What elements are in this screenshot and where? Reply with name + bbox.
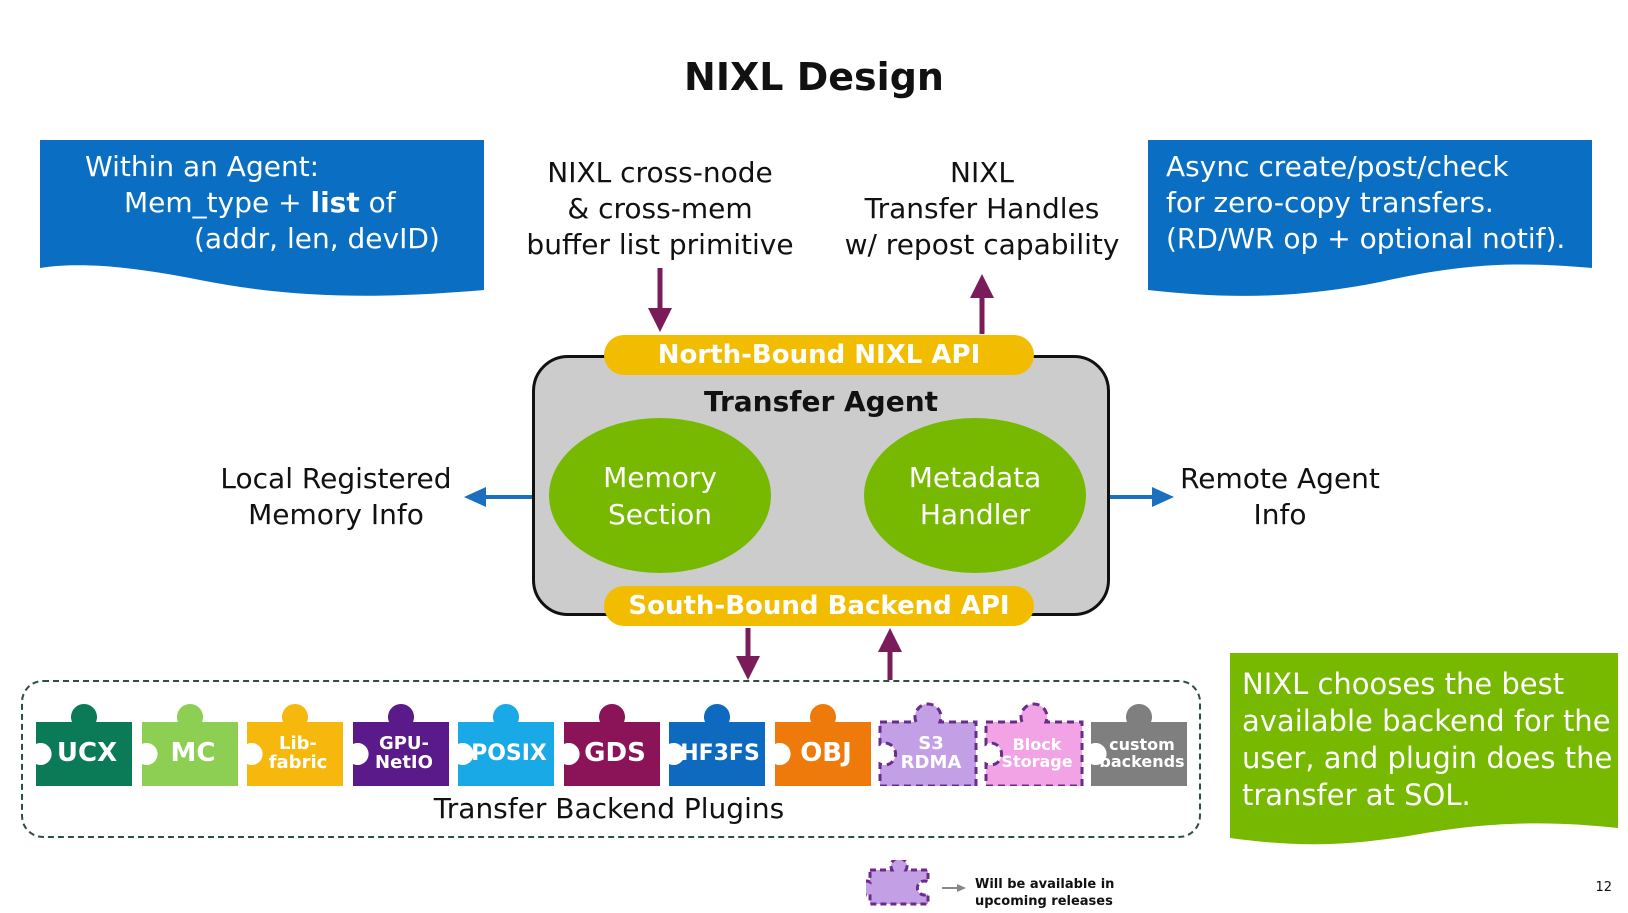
callout-left-line2-suffix: of (359, 186, 396, 219)
south-bound-api: South-Bound Backend API (604, 586, 1034, 626)
callout-green-text: NIXL chooses the best available backend … (1242, 667, 1613, 812)
arrow-down-south (736, 628, 760, 680)
arrow-up-south (878, 628, 902, 680)
page-number: 12 (1595, 880, 1612, 895)
north-bound-api: North-Bound NIXL API (604, 335, 1034, 375)
callout-right-text: Async create/post/check for zero-copy tr… (1166, 150, 1566, 255)
callout-left-line2-bold: list (310, 186, 360, 219)
callout-left-line2-prefix: Mem_type + (124, 186, 311, 219)
transfer-handles-label: NIXL Transfer Handles w/ repost capabili… (844, 156, 1120, 261)
callout-left-line3: (addr, len, devID) (194, 222, 440, 255)
plugins-caption: Transfer Backend Plugins (433, 792, 785, 825)
callout-left-line1: Within an Agent: (85, 150, 320, 183)
callout-green-shape (1230, 653, 1618, 845)
memory-section: Memory Section (549, 418, 771, 573)
remote-agent-label: Remote Agent Info (1180, 462, 1380, 531)
callout-left-line2: Mem_type + list of (124, 185, 396, 221)
metadata-handler: Metadata Handler (864, 418, 1086, 573)
arrow-up-transfer-handles (970, 274, 994, 334)
arrow-down-buffer-list (648, 268, 672, 332)
legend-puzzle-icon (866, 860, 930, 906)
legend-text: Will be available in upcoming releases (975, 877, 1115, 909)
callout-right-shape (1148, 140, 1592, 296)
callout-left-shape (40, 140, 484, 296)
transfer-agent-title: Transfer Agent (703, 385, 939, 418)
buffer-list-label: NIXL cross-node & cross-mem buffer list … (526, 156, 794, 261)
local-memory-label: Local Registered Memory Info (220, 462, 452, 531)
page-title: NIXL Design (684, 55, 944, 99)
plugins-container (21, 680, 1201, 838)
legend-arrow (942, 884, 966, 892)
